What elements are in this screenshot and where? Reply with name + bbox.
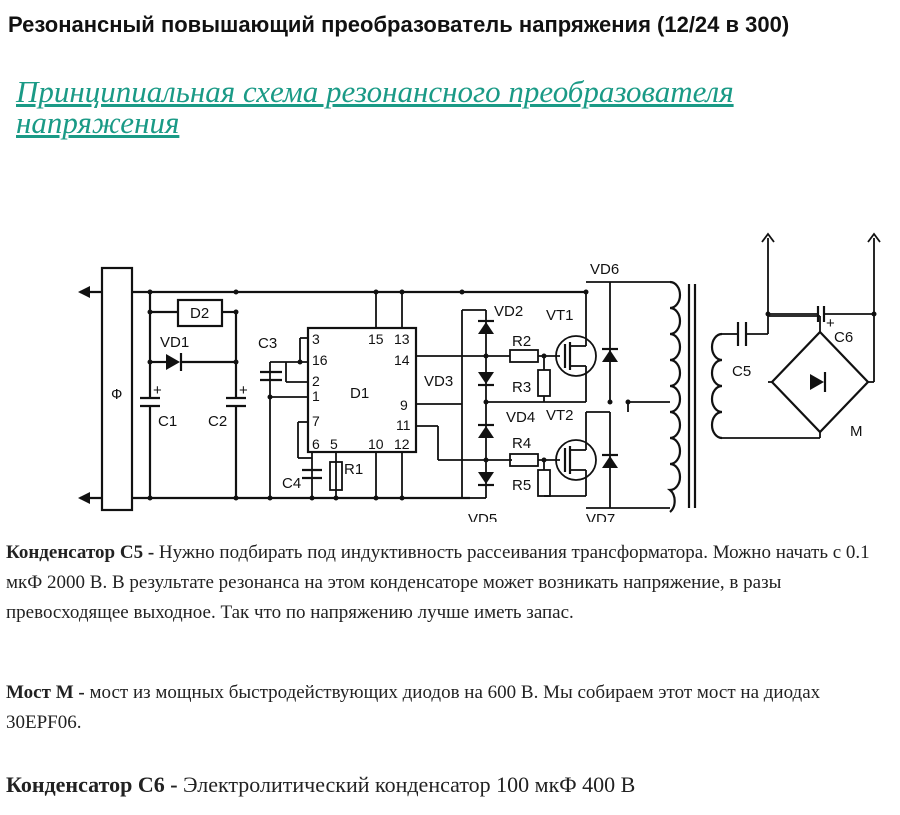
c1-capacitor: + (140, 292, 162, 498)
vd6-vd7-diodes (586, 281, 618, 509)
d1-ic (306, 326, 418, 454)
svg-text:7: 7 (312, 413, 320, 429)
junction-dots (147, 289, 631, 501)
svg-text:1: 1 (312, 388, 320, 404)
r4-label: R4 (512, 435, 531, 452)
d1-label: D1 (350, 385, 369, 402)
note-c6-term: Конденсатор С6 - (6, 772, 178, 797)
d2-label: D2 (190, 305, 209, 322)
svg-text:2: 2 (312, 373, 320, 389)
r3-label: R3 (512, 379, 531, 396)
note-c5: Конденсатор С5 - Нужно подбирать под инд… (6, 538, 890, 628)
gate-diodes (462, 309, 494, 499)
svg-text:+: + (826, 315, 835, 332)
svg-text:9: 9 (400, 397, 408, 413)
vt2-transistor (555, 412, 597, 496)
schematic-diagram: Ф D2 + C1 VD1 + C2 C3 (78, 232, 881, 522)
svg-text:12: 12 (394, 436, 410, 452)
bridge-m (768, 314, 875, 438)
vt2-label: VT2 (546, 407, 574, 424)
svg-text:5: 5 (330, 436, 338, 452)
c6-and-outputs: + (761, 232, 881, 332)
vt1-label: VT1 (546, 307, 574, 324)
r1-resistor (329, 461, 343, 491)
note-c5-term: Конденсатор С5 - (6, 542, 155, 563)
c6-label: C6 (834, 329, 853, 346)
c2-label: C2 (208, 413, 227, 430)
transformer (610, 280, 820, 513)
schematic-link[interactable]: Принципиальная схема резонансного преобр… (16, 74, 734, 140)
phi-block (100, 266, 134, 512)
note-m-term: Мост М - (6, 682, 85, 703)
vd1-label: VD1 (160, 334, 189, 351)
svg-text:10: 10 (368, 436, 384, 452)
c4-label: C4 (282, 475, 301, 492)
svg-text:+: + (153, 382, 162, 399)
page-title: Резонансный повышающий преобразователь н… (8, 12, 790, 37)
svg-text:14: 14 (394, 352, 410, 368)
c5-capacitor (736, 316, 769, 346)
c1-label: C1 (158, 413, 177, 430)
note-c5-text: Нужно подбирать под индуктивность рассеи… (6, 542, 870, 623)
note-c6: Конденсатор С6 - Электролитический конде… (6, 770, 890, 800)
note-c6-text: Электролитический конденсатор 100 мкФ 40… (177, 772, 636, 797)
vd3-label: VD3 (424, 373, 453, 390)
vd1-diode (150, 353, 236, 371)
note-bridge-m: Мост М - мост из мощных быстродействующи… (6, 678, 890, 738)
c4-capacitor (302, 468, 322, 480)
c3-label: C3 (258, 335, 277, 352)
r2-label: R2 (512, 333, 531, 350)
ic-wiring (270, 292, 512, 498)
r1-label: R1 (344, 461, 363, 478)
vd7-label: VD7 (586, 511, 615, 522)
c5-label: C5 (732, 363, 751, 380)
c2-capacitor: + (226, 312, 248, 498)
vd4-label: VD4 (506, 409, 535, 426)
svg-text:3: 3 (312, 331, 320, 347)
phi-label: Ф (111, 386, 122, 403)
vd6-label: VD6 (590, 261, 619, 278)
vd5-label: VD5 (468, 511, 497, 522)
vd2-label: VD2 (494, 303, 523, 320)
svg-text:16: 16 (312, 352, 328, 368)
input-arrows (78, 286, 102, 504)
svg-text:13: 13 (394, 331, 410, 347)
m-label: M (850, 423, 863, 440)
rails (132, 290, 585, 500)
vt1-transistor (555, 292, 597, 402)
svg-text:15: 15 (368, 331, 384, 347)
svg-text:+: + (239, 382, 248, 399)
svg-text:11: 11 (396, 417, 411, 433)
svg-text:6: 6 (312, 436, 320, 452)
r5-label: R5 (512, 477, 531, 494)
note-m-text: мост из мощных быстродействующих диодов … (6, 682, 821, 733)
